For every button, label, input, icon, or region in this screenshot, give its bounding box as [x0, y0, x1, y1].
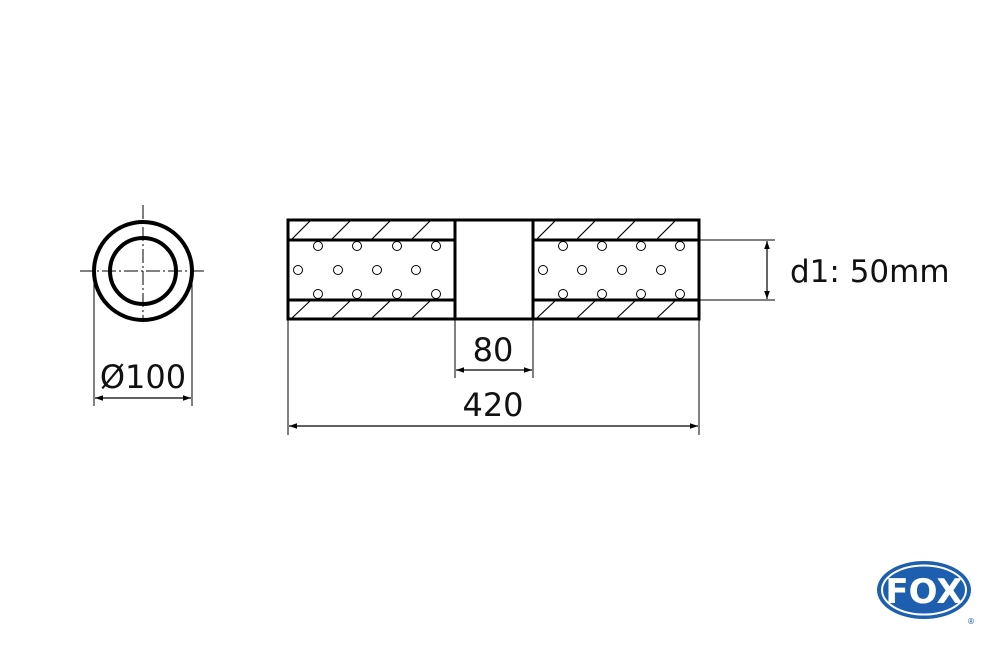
length-dimension: 420	[287, 319, 700, 435]
left-perforation-holes	[293, 241, 441, 299]
left-hatch-top	[291, 220, 431, 240]
length-label: 420	[462, 386, 523, 424]
right-section-outline	[531, 218, 701, 321]
logo-ellipse	[877, 561, 971, 619]
left-hatch-bottom	[291, 300, 431, 319]
inner-diameter-dimension: d1: 50mm	[699, 239, 950, 301]
right-hatch-bottom	[536, 300, 676, 319]
left-tube-section	[286, 218, 457, 321]
right-hatch-top	[536, 220, 676, 240]
fox-logo: FOX ®	[877, 561, 975, 626]
side-view: 80 420 d1: 50mm	[286, 218, 950, 435]
left-section-outline	[286, 218, 457, 321]
right-tube-section	[531, 218, 701, 321]
right-perforation-holes	[538, 241, 685, 299]
end-view: Ø100	[80, 205, 206, 406]
gap-dimension: 80	[454, 319, 534, 378]
logo-registered: ®	[967, 617, 975, 626]
inner-diameter-label: d1: 50mm	[790, 254, 950, 290]
logo-ellipse-ring	[881, 564, 967, 616]
gap-label: 80	[473, 331, 514, 369]
diameter-label: Ø100	[100, 358, 186, 396]
logo-text: FOX	[885, 572, 962, 612]
